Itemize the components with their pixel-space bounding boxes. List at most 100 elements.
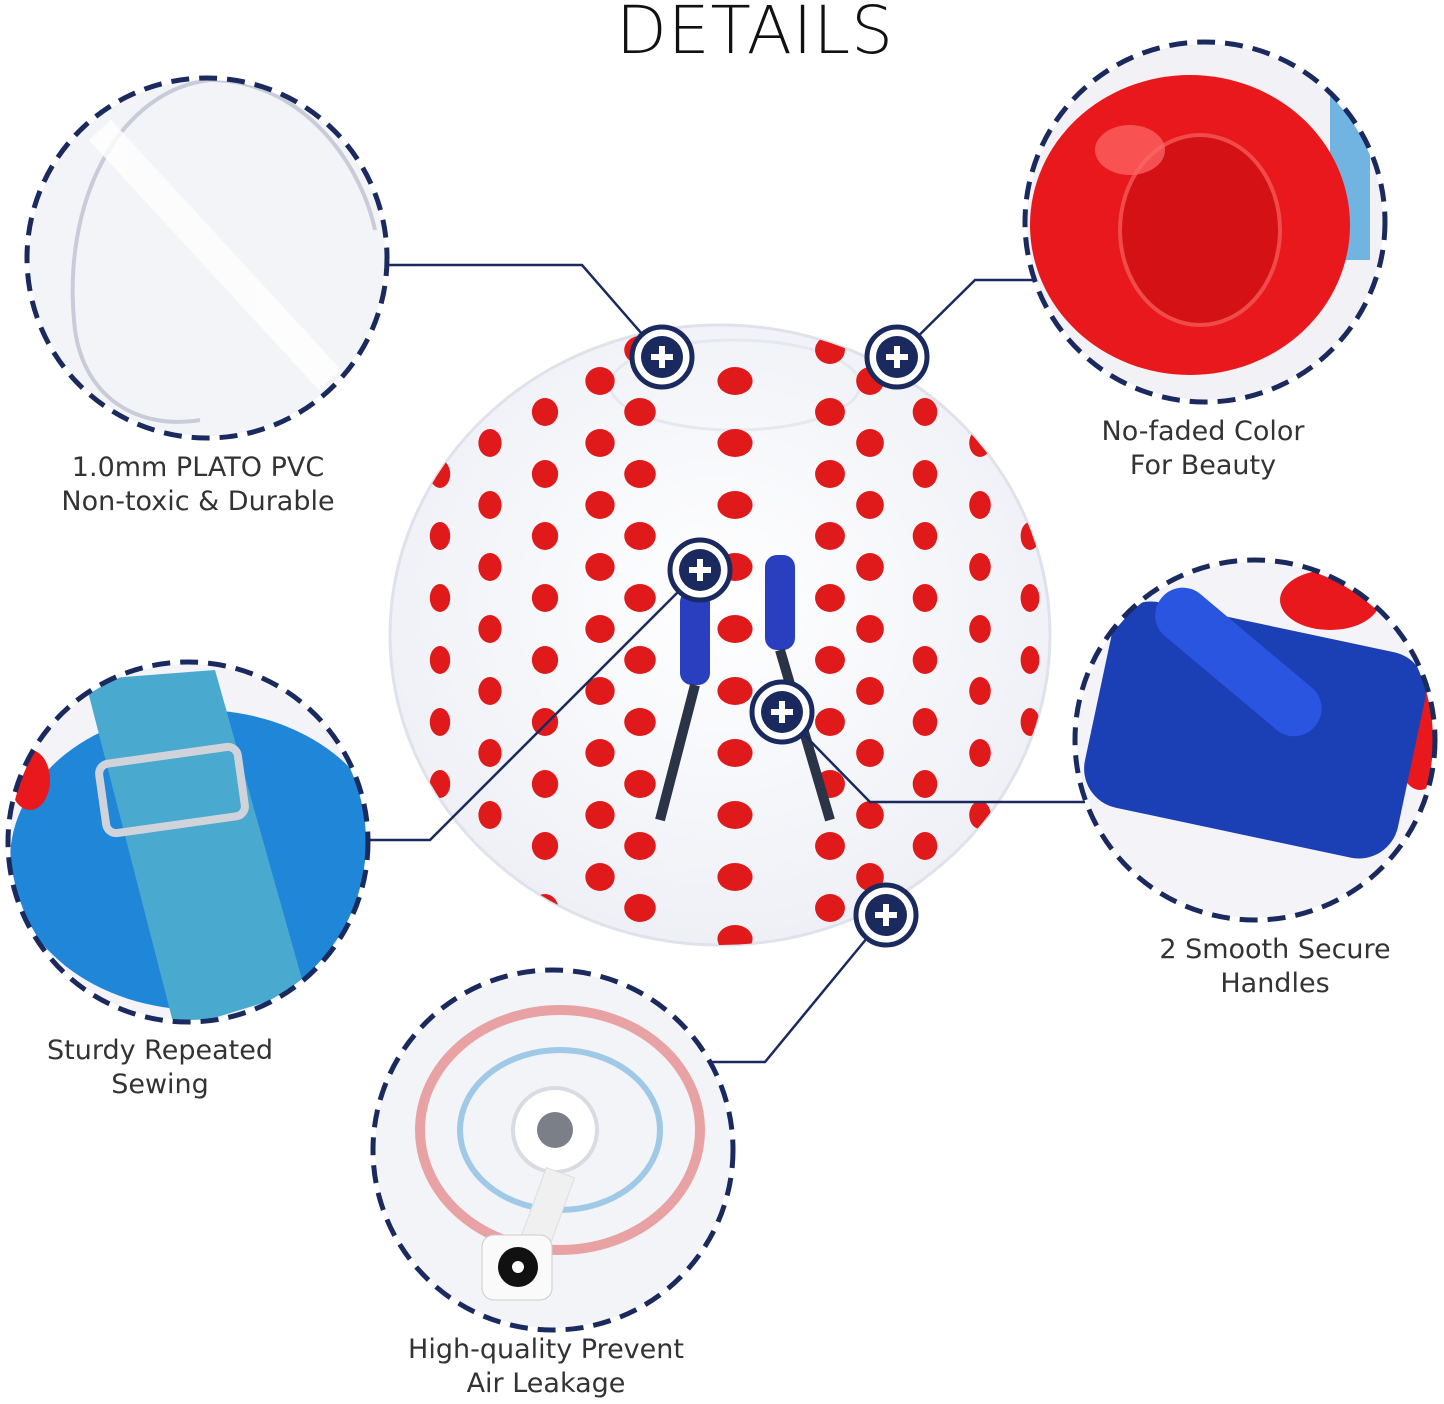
red-dot <box>585 677 615 705</box>
feature-line2: For Beauty <box>1129 450 1277 481</box>
red-dot <box>969 553 991 581</box>
red-dot <box>912 708 938 736</box>
red-dot <box>815 584 845 612</box>
red-dot <box>585 801 615 829</box>
red-dot <box>624 398 656 426</box>
red-dot <box>1020 894 1040 922</box>
feature-label-pvc: 1.0mm PLATO PVC Non-toxic & Durable <box>61 451 334 519</box>
feature-line1: 1.0mm PLATO PVC <box>71 452 325 483</box>
red-dot <box>585 925 615 945</box>
red-dot <box>429 584 451 612</box>
red-dot <box>717 863 753 891</box>
red-dot <box>815 832 845 860</box>
page-title: DETAILS <box>616 0 894 69</box>
red-dot <box>429 522 451 550</box>
plus-icon[interactable] <box>853 882 919 948</box>
plus-icon[interactable] <box>667 537 733 603</box>
plus-icon[interactable] <box>629 324 695 390</box>
red-dot <box>856 677 884 705</box>
red-dot <box>969 739 991 767</box>
red-dot <box>1020 770 1040 798</box>
red-dot <box>717 677 753 705</box>
red-dot <box>531 398 559 426</box>
red-dot <box>478 925 502 945</box>
red-dot <box>815 894 845 922</box>
red-dot <box>531 336 559 364</box>
red-dot <box>429 398 451 426</box>
red-dot <box>717 367 753 395</box>
red-dot <box>585 615 615 643</box>
red-dot <box>478 429 502 457</box>
red-dot <box>478 491 502 519</box>
red-dot <box>429 336 451 364</box>
red-dot <box>969 615 991 643</box>
red-dot <box>856 553 884 581</box>
red-dot <box>1020 336 1040 364</box>
red-dot <box>969 863 991 891</box>
red-dot <box>815 522 845 550</box>
detail-sewing-image <box>5 659 371 1025</box>
red-dot <box>585 367 615 395</box>
red-dot <box>717 429 753 457</box>
red-dot <box>624 770 656 798</box>
red-dot <box>531 522 559 550</box>
red-dot <box>585 429 615 457</box>
red-dot <box>585 553 615 581</box>
red-dot <box>815 336 845 364</box>
red-dot <box>531 646 559 674</box>
handle-right <box>765 555 795 650</box>
red-dot <box>624 460 656 488</box>
red-dot <box>478 863 502 891</box>
red-dot <box>1020 708 1040 736</box>
detail-pvc-image <box>24 75 390 441</box>
red-dot <box>815 460 845 488</box>
red-dot <box>815 708 845 736</box>
feature-label-color: No-faded Color For Beauty <box>1102 415 1305 483</box>
red-dot <box>856 615 884 643</box>
red-dot <box>531 584 559 612</box>
red-dot <box>815 398 845 426</box>
red-dot <box>585 491 615 519</box>
detail-color-image <box>1022 39 1388 405</box>
red-dot <box>717 925 753 945</box>
red-dot <box>1020 646 1040 674</box>
feature-label-valve: High-quality Prevent Air Leakage <box>408 1333 684 1401</box>
feature-line2: Sewing <box>111 1069 209 1100</box>
feature-line2: Non-toxic & Durable <box>61 486 335 517</box>
red-dot <box>717 491 753 519</box>
red-dot <box>717 801 753 829</box>
red-dot <box>912 584 938 612</box>
feature-line1: High-quality Prevent <box>408 1334 684 1365</box>
detail-valve-image <box>370 967 736 1333</box>
feature-label-handles: 2 Smooth Secure Handles <box>1159 933 1390 1001</box>
feature-line2: Air Leakage <box>466 1368 626 1399</box>
red-dot <box>478 677 502 705</box>
red-dot <box>1020 398 1040 426</box>
red-dot <box>624 522 656 550</box>
red-dot <box>585 739 615 767</box>
red-dot <box>624 832 656 860</box>
red-dot <box>624 708 656 736</box>
red-dot <box>856 491 884 519</box>
red-dot <box>624 646 656 674</box>
red-dot <box>624 894 656 922</box>
plus-icon[interactable] <box>749 679 815 745</box>
red-dot <box>478 367 502 395</box>
plus-icon[interactable] <box>864 324 930 390</box>
bubble-ball-image <box>388 323 1052 947</box>
feature-line2: Handles <box>1220 968 1330 999</box>
red-dot <box>912 646 938 674</box>
red-dot <box>856 429 884 457</box>
red-dot <box>429 894 451 922</box>
red-dot <box>585 863 615 891</box>
red-dot <box>969 925 991 945</box>
connector-lines <box>370 263 1085 1064</box>
red-dot <box>969 677 991 705</box>
feature-line1: Sturdy Repeated <box>47 1035 273 1066</box>
red-dot <box>717 739 753 767</box>
red-dot <box>478 801 502 829</box>
red-dot <box>717 615 753 643</box>
red-dot <box>912 522 938 550</box>
red-dot <box>969 367 991 395</box>
